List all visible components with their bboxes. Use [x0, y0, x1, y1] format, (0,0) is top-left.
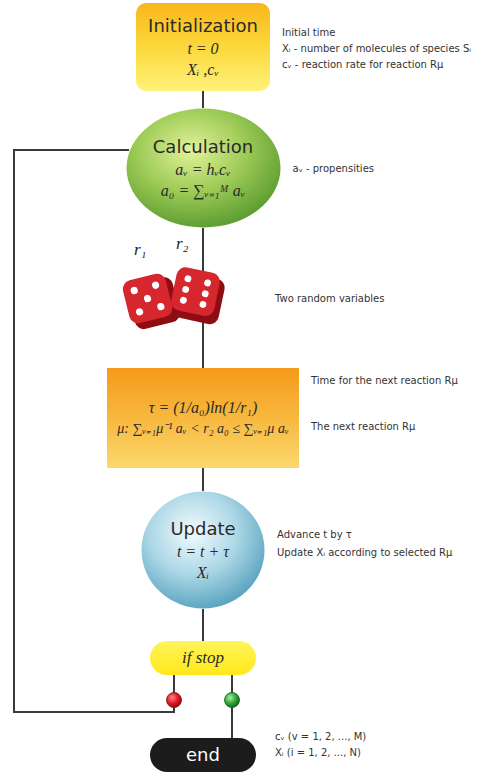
ellipse-fill — [126, 109, 280, 228]
node-heading: Calculation — [153, 135, 253, 159]
note-text: Update Xᵢ according to selected Rμ — [277, 546, 452, 559]
node-content: Initializationt = 0Xᵢ ,cᵥ — [148, 14, 258, 80]
note-text: aᵥ - propensities — [293, 162, 375, 175]
flow-line — [202, 468, 204, 491]
note-text: cᵥ - reaction rate for reaction Rμ — [282, 58, 443, 71]
process-ellipse: Updatet = t + τXᵢ — [141, 491, 265, 609]
note-text: Two random variables — [275, 292, 384, 305]
node-content: Updatet = t + τXᵢ — [170, 517, 235, 583]
die-pip — [203, 279, 211, 287]
node-formula: t = 0 — [187, 38, 218, 59]
node-content: end — [186, 743, 220, 767]
node-formula: t = t + τ — [177, 541, 229, 562]
node-content: if stop — [182, 648, 224, 668]
die-face — [121, 272, 174, 325]
legend-note: Xᵢ (i = 1, 2, ..., N) — [275, 746, 361, 759]
node-heading: τ = (1/a₀)ln(1/r₁) — [149, 397, 258, 418]
die-pip — [135, 308, 144, 317]
die-pip — [184, 275, 192, 283]
die-pip — [151, 281, 160, 290]
green-dot — [225, 693, 240, 708]
note-text: Time for the next reaction Rμ — [311, 374, 458, 387]
die-pip — [199, 300, 207, 308]
note-text: The next reaction Rμ — [311, 420, 415, 433]
start-box: Initializationt = 0Xᵢ ,cᵥ — [136, 3, 270, 91]
legend-note: cᵥ (v = 1, 2, ..., M) — [275, 730, 366, 743]
red-dot — [167, 693, 182, 708]
node-formula: aᵥ = hᵥcᵥ — [175, 159, 230, 180]
die-face — [169, 266, 221, 318]
node-content: Calculationaᵥ = hᵥcᵥa₀ = ∑ᵥ₌₁ᴹ aᵥ — [153, 135, 253, 201]
flow-line — [202, 609, 204, 641]
process-box: τ = (1/a₀)ln(1/r₁)μ: ∑ᵥ₌₁μ⁻¹ aᵥ < r₂ a₀ … — [107, 368, 299, 468]
die-pip — [143, 294, 152, 303]
node-formula: Xᵢ ,cᵥ — [187, 59, 219, 80]
node-formula: a₀ = ∑ᵥ₌₁ᴹ aᵥ — [161, 180, 245, 201]
end-pill: end — [150, 738, 256, 772]
die-pip — [201, 290, 209, 298]
note-text: Advance t by τ — [277, 528, 352, 541]
ellipse-fill — [142, 492, 265, 609]
node-heading: if stop — [182, 648, 224, 668]
variable-label: r₂ — [176, 234, 189, 254]
node-heading: Update — [170, 517, 235, 541]
note-text: Xᵢ - number of molecules of species Sᵢ — [282, 42, 471, 55]
node-content: τ = (1/a₀)ln(1/r₁)μ: ∑ᵥ₌₁μ⁻¹ aᵥ < r₂ a₀ … — [117, 397, 289, 440]
process-ellipse: Calculationaᵥ = hᵥcᵥa₀ = ∑ᵥ₌₁ᴹ aᵥ — [126, 108, 281, 228]
note-text: Initial time — [282, 26, 335, 39]
node-formula: Xᵢ — [197, 562, 209, 583]
variable-label: r₁ — [134, 240, 147, 260]
node-heading: Initialization — [148, 14, 258, 38]
die-pip — [157, 302, 166, 311]
die-pip — [130, 286, 139, 295]
die-pip — [182, 286, 190, 294]
node-heading: end — [186, 743, 220, 767]
decision-pill: if stop — [150, 641, 256, 675]
flow-line — [202, 91, 204, 108]
node-formula: μ: ∑ᵥ₌₁μ⁻¹ aᵥ < r₂ a₀ ≤ ∑ᵥ₌₁μ aᵥ — [117, 418, 289, 440]
die-icon — [168, 266, 228, 326]
die-pip — [179, 296, 187, 304]
